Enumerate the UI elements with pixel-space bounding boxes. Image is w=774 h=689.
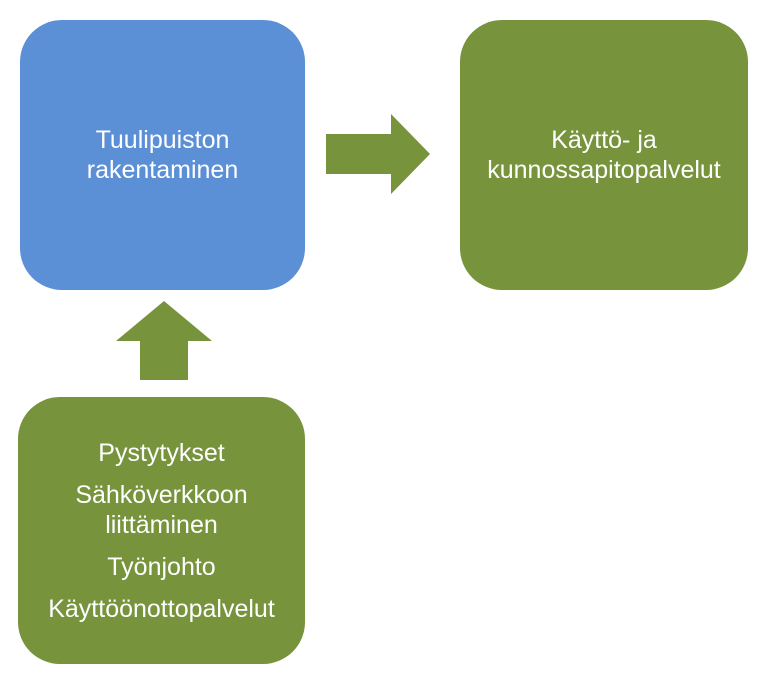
node-tuulipuiston-rakentaminen: Tuulipuiston rakentaminen xyxy=(20,20,305,290)
service-label-line: Sähköverkkoon xyxy=(75,480,248,509)
service-item-pystytykset: Pystytykset xyxy=(98,438,224,468)
service-item-tyonjohto: Työnjohto xyxy=(107,552,215,582)
node-label-line: kunnossapitopalvelut xyxy=(487,156,721,184)
node-kaytto-ja-kunnossapitopalvelut: Käyttö- ja kunnossapitopalvelut xyxy=(460,20,748,290)
arrow-up-shape xyxy=(116,301,212,380)
node-label-line: Tuulipuiston xyxy=(95,126,230,154)
service-item-sahkoverkkoon-liittaminen: Sähköverkkoon liittäminen xyxy=(75,480,247,540)
service-label-line: liittäminen xyxy=(105,510,218,539)
node-label-line: rakentaminen xyxy=(86,156,239,184)
service-label-line: Pystytykset xyxy=(98,438,225,467)
service-label-line: Käyttöönottopalvelut xyxy=(48,594,275,623)
arrow-right-shape xyxy=(326,114,430,194)
node-services-list: Pystytykset Sähköverkkoon liittäminen Ty… xyxy=(18,397,305,664)
node-label-line: Käyttö- ja xyxy=(551,126,657,154)
service-item-kayttoonottopalvelut: Käyttöönottopalvelut xyxy=(48,594,275,624)
service-label-line: Työnjohto xyxy=(107,552,216,581)
